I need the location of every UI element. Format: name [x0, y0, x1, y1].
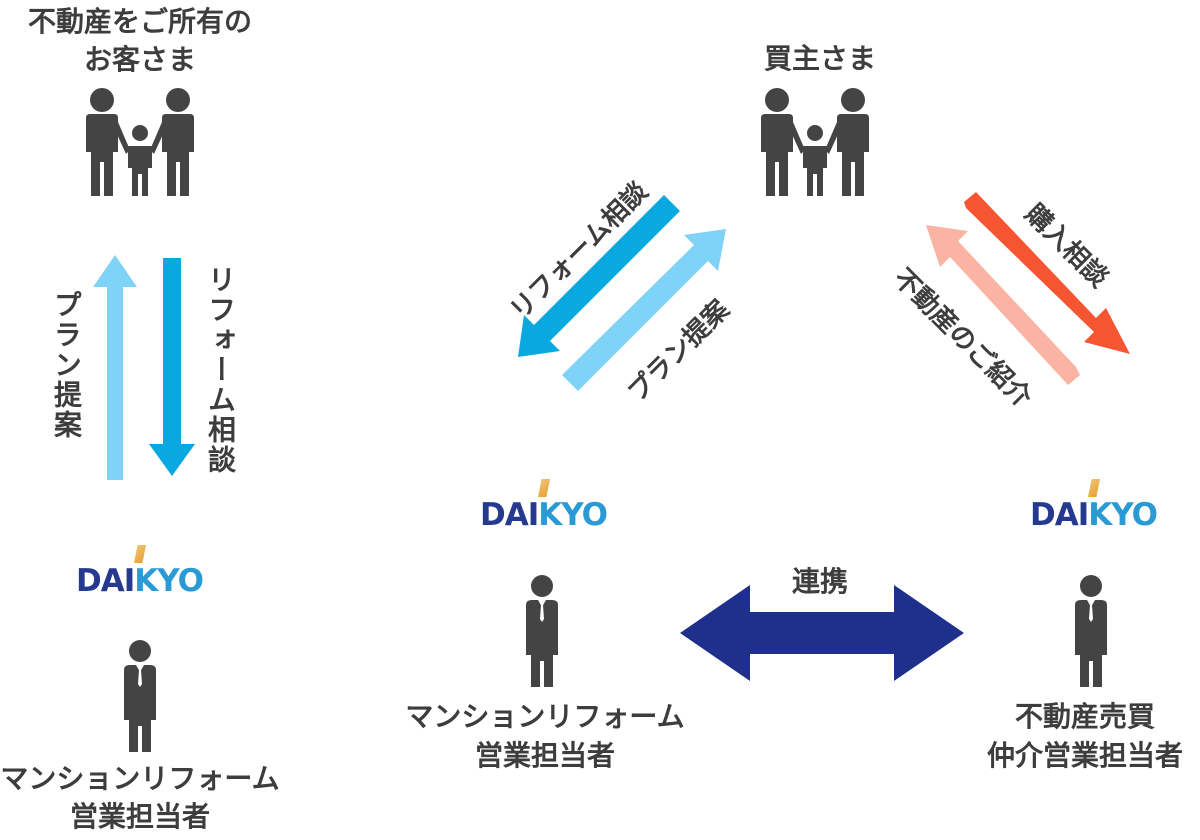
purchase-consult-diagonal-arrow [964, 192, 1130, 354]
property-intro-diagonal-arrow [926, 225, 1080, 385]
broker-staff-title-line1: 不動産売買 [1014, 700, 1155, 733]
plan-proposal-diagonal-arrow [562, 229, 726, 391]
family-icon [86, 88, 194, 196]
broker-staff-title-line2: 仲介営業担当者 [986, 739, 1183, 772]
owner-title-line1: 不動産をご所有の [27, 5, 252, 38]
left-staff-title-line2: 営業担当者 [69, 800, 210, 833]
reform-staff-title-line2: 営業担当者 [474, 739, 615, 772]
daikyo-logo-left: DAIKYO [76, 545, 204, 599]
cooperation-label: 連携 [791, 565, 848, 598]
reform-consult-down-arrow [149, 258, 195, 476]
businessman-icon-left [124, 640, 156, 752]
reform-staff-title-line1: マンションリフォーム [405, 700, 685, 733]
reform-consult-label: リフォーム相談 [204, 265, 237, 475]
left-staff-title-line1: マンションリフォーム [0, 762, 280, 795]
owner-title-line2: お客さま [83, 43, 196, 76]
daikyo-logo-reform: DAIKYO [480, 479, 608, 533]
cooperation-double-arrow [680, 585, 964, 681]
buyer-title: 買主さま [763, 42, 876, 75]
daikyo-logo-broker: DAIKYO [1030, 479, 1158, 533]
reform-consult-diagonal-arrow [518, 195, 680, 357]
businessman-icon-broker [1075, 575, 1107, 687]
buyer-family-icon [761, 88, 869, 196]
plan-proposal-up-arrow [93, 255, 137, 480]
plan-proposal-label: プラン提案 [50, 290, 83, 440]
businessman-icon-reform [526, 575, 558, 687]
